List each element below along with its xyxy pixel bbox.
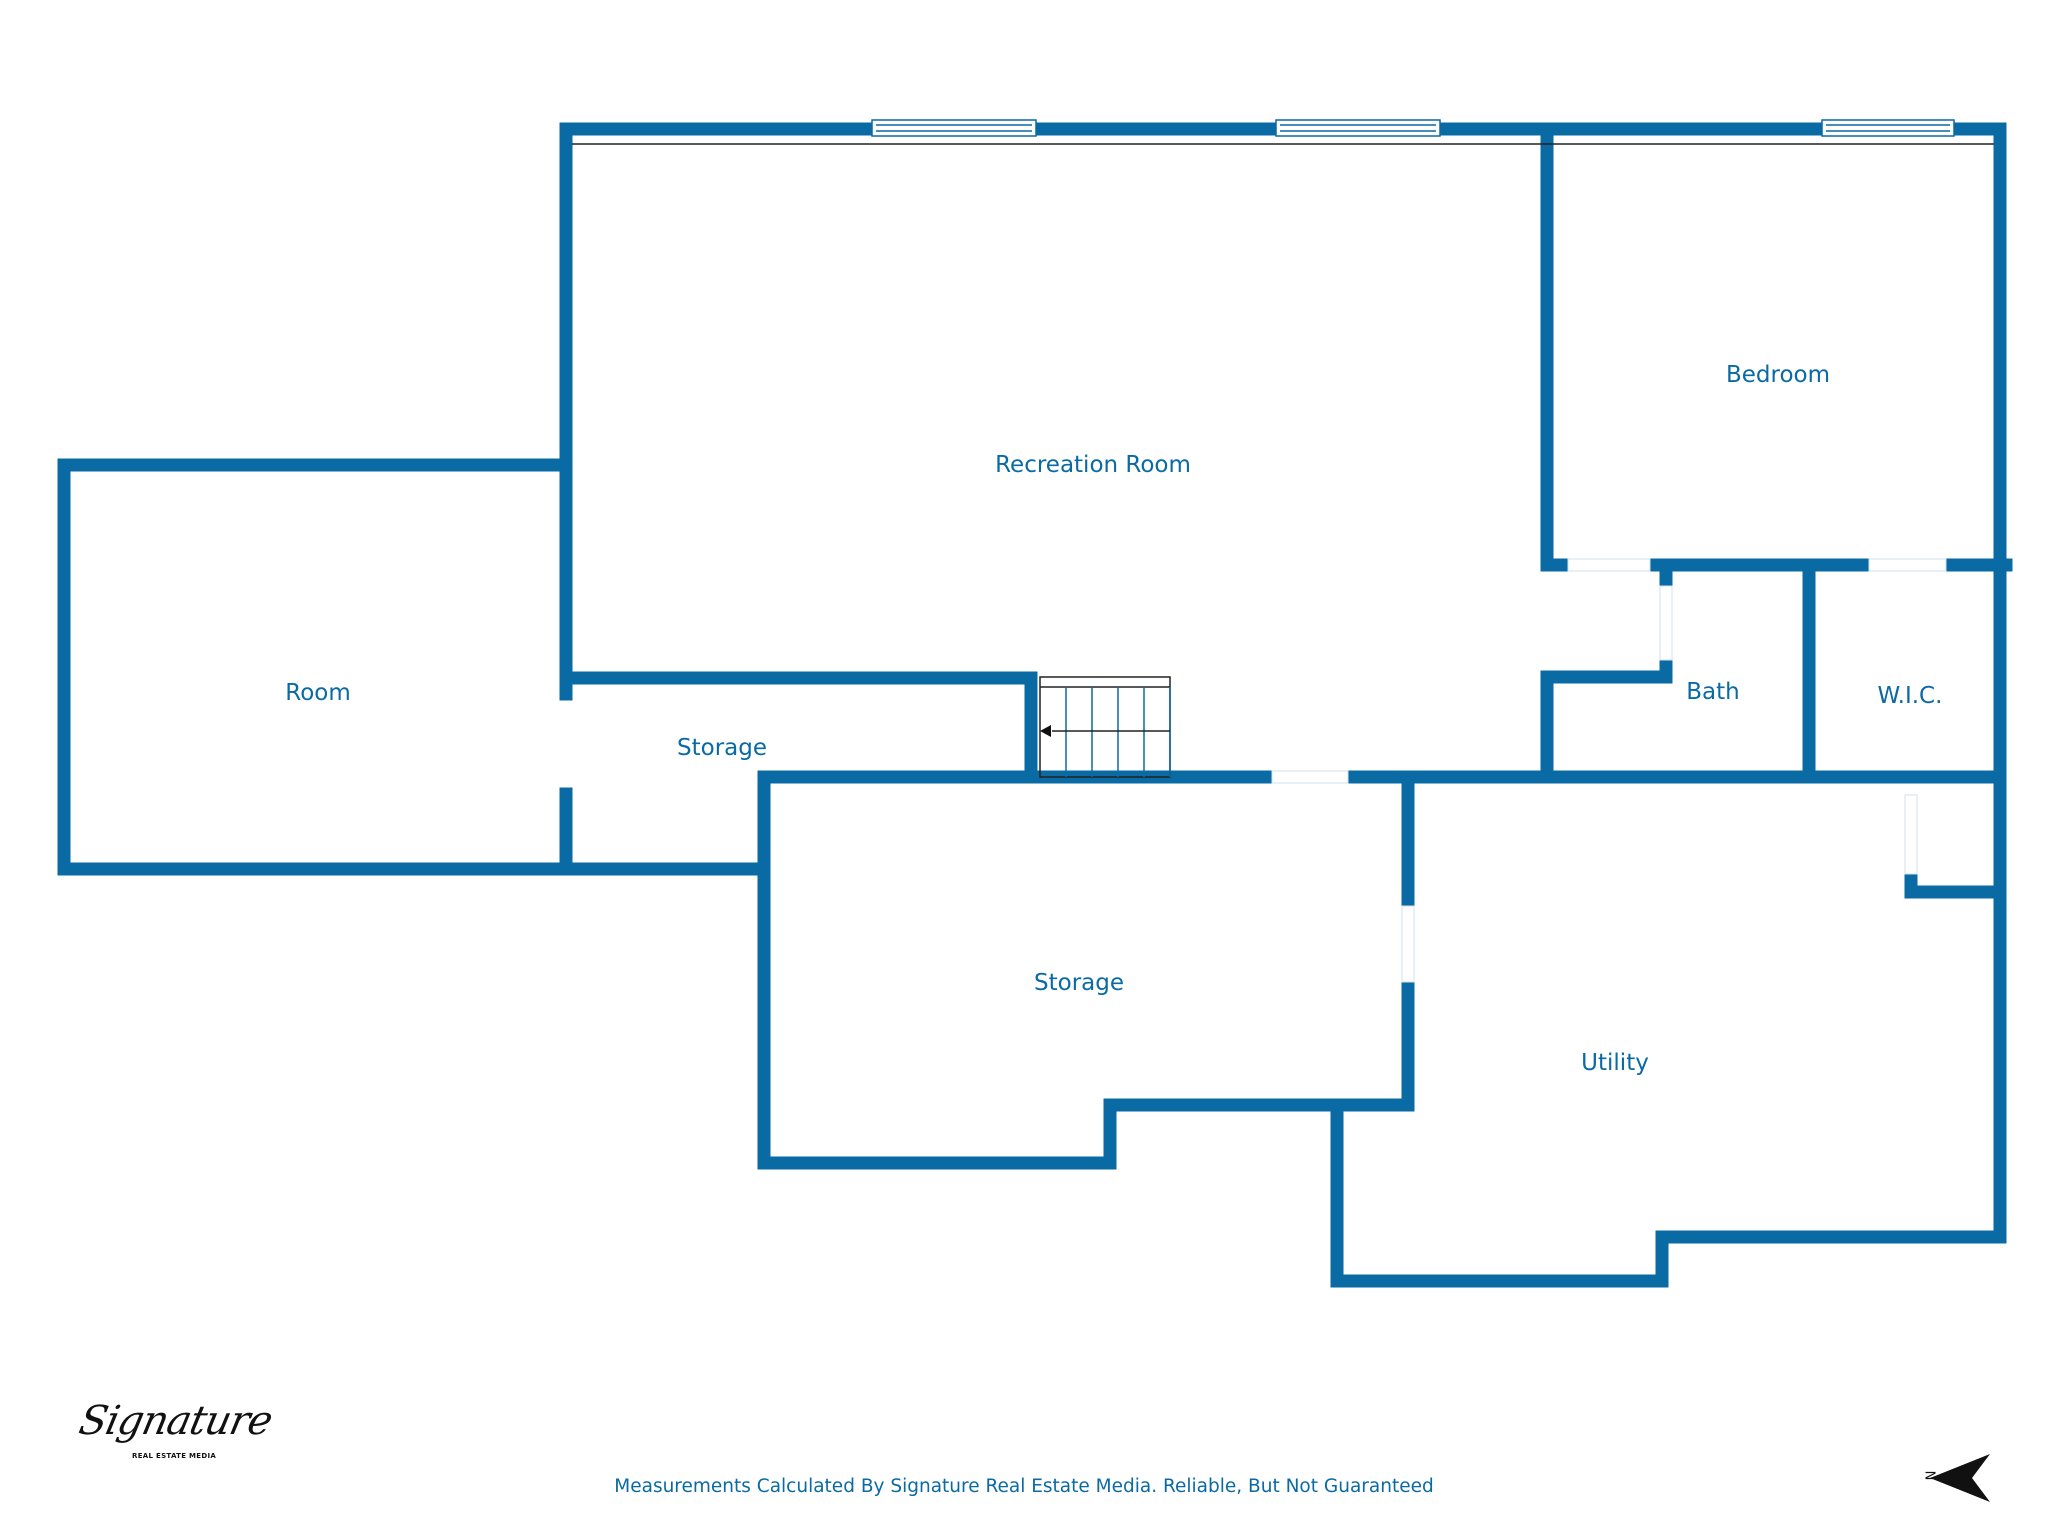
walls bbox=[57, 122, 2013, 1288]
north-arrow-icon bbox=[1930, 1454, 1990, 1502]
label-recreation-room: Recreation Room bbox=[995, 452, 1191, 478]
window-2 bbox=[1275, 119, 1441, 137]
stairs bbox=[1039, 676, 1171, 778]
label-room: Room bbox=[285, 680, 351, 706]
signature-logo: Signature REAL ESTATE MEDIA bbox=[72, 1398, 276, 1478]
logo-sub: REAL ESTATE MEDIA bbox=[132, 1452, 217, 1460]
logo-brand: Signature bbox=[75, 1398, 276, 1444]
measurement-disclaimer: Measurements Calculated By Signature Rea… bbox=[614, 1476, 1434, 1497]
label-storage-lower: Storage bbox=[1034, 970, 1124, 996]
window-1 bbox=[871, 119, 1037, 137]
north-compass: N bbox=[1900, 1448, 2020, 1508]
wall-storage-lower bbox=[757, 770, 1415, 1170]
stairs-direction-arrow bbox=[1040, 725, 1051, 737]
label-wic: W.I.C. bbox=[1878, 683, 1943, 709]
label-storage-upper: Storage bbox=[677, 735, 767, 761]
wall-utility-south bbox=[1330, 1098, 2007, 1288]
door-openings bbox=[1271, 558, 1947, 983]
window-3 bbox=[1821, 119, 1955, 137]
label-utility: Utility bbox=[1581, 1050, 1649, 1076]
label-bedroom: Bedroom bbox=[1726, 362, 1830, 388]
windows bbox=[871, 119, 1955, 137]
wall-room-outline bbox=[57, 458, 765, 876]
label-bath: Bath bbox=[1686, 679, 1739, 705]
